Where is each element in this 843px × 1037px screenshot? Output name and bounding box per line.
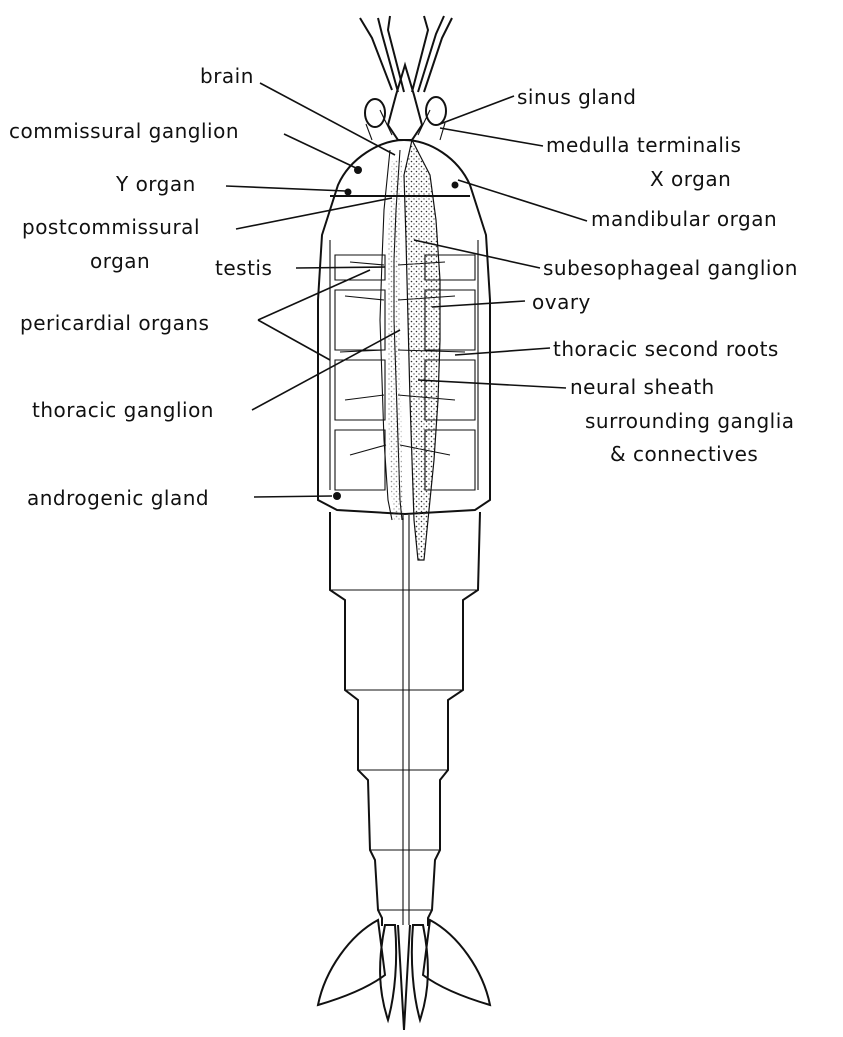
label-postcommissural-organ: organ: [90, 249, 150, 273]
antennae: [360, 16, 452, 92]
abdomen: [330, 512, 480, 926]
label-commissural-ganglion: commissural ganglion: [9, 119, 239, 143]
label-medulla-terminalis: medulla terminalis: [546, 133, 741, 157]
label-pericardial-organs: pericardial organs: [20, 311, 209, 335]
label-neural-sheath: neural sheath: [570, 375, 715, 399]
label-thoracic-ganglion: thoracic ganglion: [32, 398, 214, 422]
thoracic-second-roots: [340, 262, 465, 455]
label-mandibular-organ: mandibular organ: [591, 207, 777, 231]
label-x-organ: X organ: [650, 167, 731, 191]
androgenic-gland-dot: [333, 492, 341, 500]
y-organ-dot: [345, 189, 352, 196]
label-androgenic-gland: androgenic gland: [27, 486, 209, 510]
label-thoracic-second-roots: thoracic second roots: [553, 337, 779, 361]
label-y-organ: Y organ: [115, 172, 196, 196]
label-connectives: & connectives: [610, 442, 758, 466]
head: [365, 65, 446, 140]
labels: brain sinus gland commissural ganglion m…: [9, 64, 798, 510]
tail-fan: [318, 920, 490, 1030]
ovary: [404, 140, 440, 560]
thoracic-segments: [335, 255, 475, 490]
neural-sheath: [388, 160, 404, 520]
label-ovary: ovary: [532, 290, 591, 314]
label-postcommissural: postcommissural: [22, 215, 200, 239]
label-brain: brain: [200, 64, 254, 88]
label-surrounding-ganglia: surrounding ganglia: [585, 409, 795, 433]
label-sinus-gland: sinus gland: [517, 85, 636, 109]
label-testis: testis: [215, 256, 272, 280]
label-subesophageal-ganglion: subesophageal ganglion: [543, 256, 798, 280]
mandibular-organ-dot: [452, 182, 459, 189]
